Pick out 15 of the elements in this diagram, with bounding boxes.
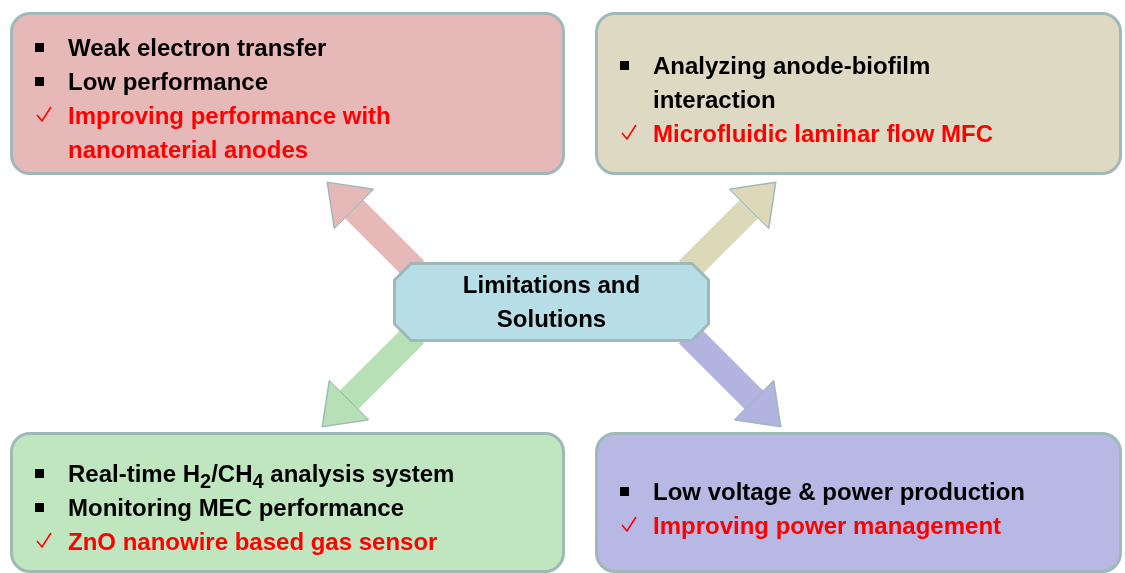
limitation-text: Low voltage & power production: [653, 477, 1025, 507]
solution-text: ZnO nanowire based gas sensor: [68, 527, 438, 557]
solution-text: Improving power management: [653, 511, 1002, 541]
limitation-text: Weak electron transfer: [68, 33, 327, 63]
text-box: [595, 432, 1122, 573]
solution-text: Microfluidic laminar flow MFC: [653, 119, 994, 149]
text-box: [10, 12, 565, 175]
limitation-text: Low performance: [68, 67, 269, 97]
node-title: Limitations and Solutions: [461, 270, 642, 334]
limitation-text: Real-time H$_{2}$/CH$_{4}$ analysis system: [68, 459, 455, 491]
text-box: [10, 432, 565, 573]
limitation-text: Monitoring MEC performance: [68, 493, 404, 523]
solution-text: Improving performance with nanomaterial anodes: [68, 101, 392, 165]
text-box: [595, 12, 1122, 175]
limitation-text: Analyzing anode-biofilm interaction: [653, 51, 932, 115]
